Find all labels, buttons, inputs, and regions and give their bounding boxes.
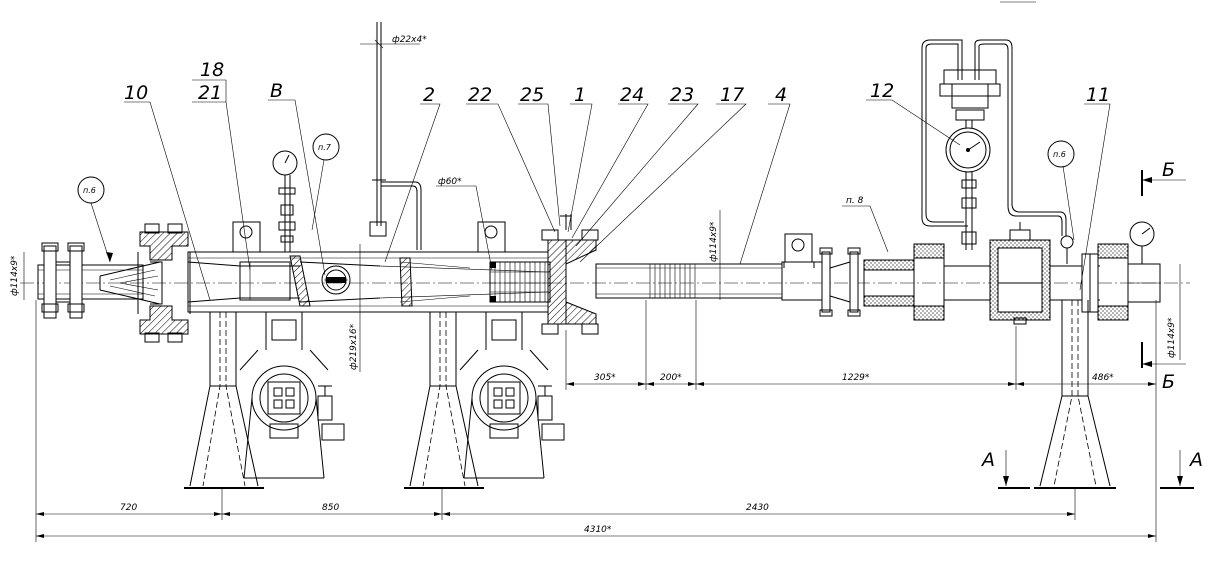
note-marker-p7: [312, 133, 340, 161]
section-label-b-bottom: Б: [1162, 371, 1175, 393]
dimension-chain-lower: [35, 300, 1157, 542]
callout-1: 1: [574, 84, 586, 106]
dimension-chain-upper: [565, 300, 1157, 390]
callout-4: 4: [775, 84, 787, 106]
dim-1229: 1229*: [842, 373, 870, 383]
dim-219: ф219х16*: [349, 323, 359, 370]
callout-10: 10: [124, 82, 148, 104]
dim-720: 720: [120, 503, 137, 513]
outlet-pipe: [595, 261, 823, 301]
callout-17: 17: [720, 84, 744, 106]
callout-12: 12: [870, 80, 894, 102]
support-legs: [184, 300, 1116, 489]
note-p6-left: п.6: [83, 186, 96, 195]
note-marker-p6-right: [1047, 140, 1075, 168]
dim-114-right: ф114х9*: [1167, 317, 1177, 358]
dim-4310: 4310*: [584, 525, 612, 535]
pressure-gauge-left: [272, 150, 298, 252]
dim-22x4: ф22х4*: [392, 35, 427, 45]
dim-114-mid: ф114х9*: [709, 221, 719, 262]
vertical-pipe-22x4: [360, 22, 422, 250]
right-pipeline: [819, 221, 1161, 325]
main-body-pipe: [187, 251, 549, 313]
note-p6-right: п.6: [1053, 150, 1066, 159]
section-label-a-right: А: [1188, 449, 1203, 471]
callout-25: 25: [520, 84, 544, 106]
right-flange-assembly: [541, 214, 599, 335]
dim-2430: 2430: [746, 503, 769, 513]
lower-valve-right: [459, 312, 565, 479]
section-label-a-left: А: [980, 449, 995, 471]
inlet-pipe: [37, 242, 161, 319]
section-marker-a: [998, 450, 1194, 489]
dim-486: 486*: [1092, 373, 1114, 383]
callout-2: 2: [423, 84, 435, 106]
callout-23: 23: [670, 84, 694, 106]
dim-114-left: ф114х9*: [10, 255, 20, 296]
note-p7: п.7: [318, 143, 332, 152]
callout-B: В: [270, 80, 283, 102]
dim-850: 850: [322, 503, 339, 513]
callout-11: 11: [1086, 84, 1110, 106]
callout-18: 18: [200, 59, 224, 81]
dim-60: ф60*: [438, 177, 462, 187]
leader-lines: [90, 79, 1111, 301]
section-label-b-top: Б: [1162, 159, 1175, 181]
lower-valve-left: [239, 312, 345, 479]
callout-24: 24: [620, 84, 644, 106]
mixer-nozzle-block: [489, 261, 551, 303]
dim-200: 200*: [660, 373, 682, 383]
note-p8: п. 8: [846, 196, 864, 206]
note-marker-p6-left: [77, 176, 105, 204]
section-marker-b: [1141, 170, 1186, 368]
callout-21: 21: [198, 82, 222, 104]
differential-gauge-12: [921, 39, 1067, 250]
callout-22: 22: [468, 84, 492, 106]
dim-305: 305*: [594, 373, 616, 383]
